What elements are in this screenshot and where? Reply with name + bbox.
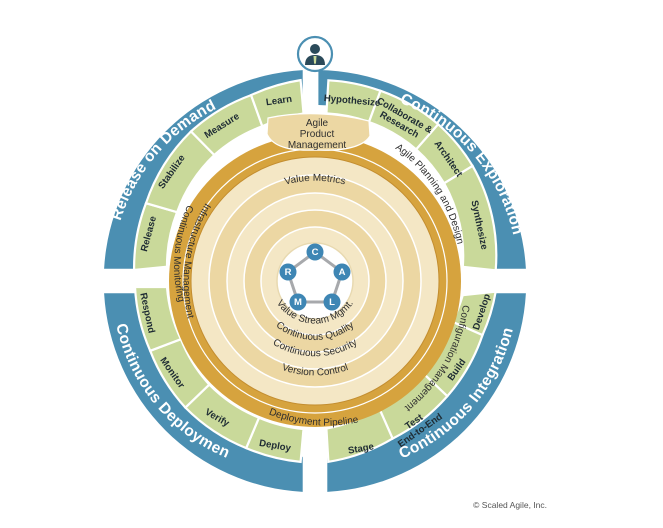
- crml-node-a: A: [333, 263, 351, 281]
- activity-label-learn: Learn: [265, 94, 293, 109]
- quadrant-band-continuous-integration: [327, 293, 526, 492]
- tile-respond[interactable]: [133, 285, 183, 353]
- crml-node-c: C: [306, 243, 324, 261]
- crml-node-l: L: [323, 293, 341, 311]
- activity-label-stage: Stage: [347, 441, 375, 456]
- crml-letter-m: M: [294, 297, 302, 308]
- ring-label-value-metrics: Value Metrics: [283, 173, 346, 188]
- pipeline-rings: [169, 113, 461, 427]
- crml-letter-c: C: [312, 247, 319, 258]
- crml-letter-l: L: [329, 297, 335, 308]
- ring-label-version-control: Version Control: [280, 362, 349, 378]
- tile-synthesize[interactable]: [442, 164, 498, 272]
- crml-node-m: M: [289, 293, 307, 311]
- crml-letter-r: R: [285, 267, 292, 278]
- agile-product-management-tab: [266, 113, 371, 151]
- crml-node-r: R: [279, 263, 297, 281]
- person-icon: [296, 35, 334, 73]
- quadrant-band-continuous-deployment: [104, 293, 303, 492]
- copyright-notice: © Scaled Agile, Inc.: [473, 500, 547, 510]
- activity-label-hypothesize: Hypothesize: [323, 93, 380, 109]
- crml-letter-a: A: [339, 267, 346, 278]
